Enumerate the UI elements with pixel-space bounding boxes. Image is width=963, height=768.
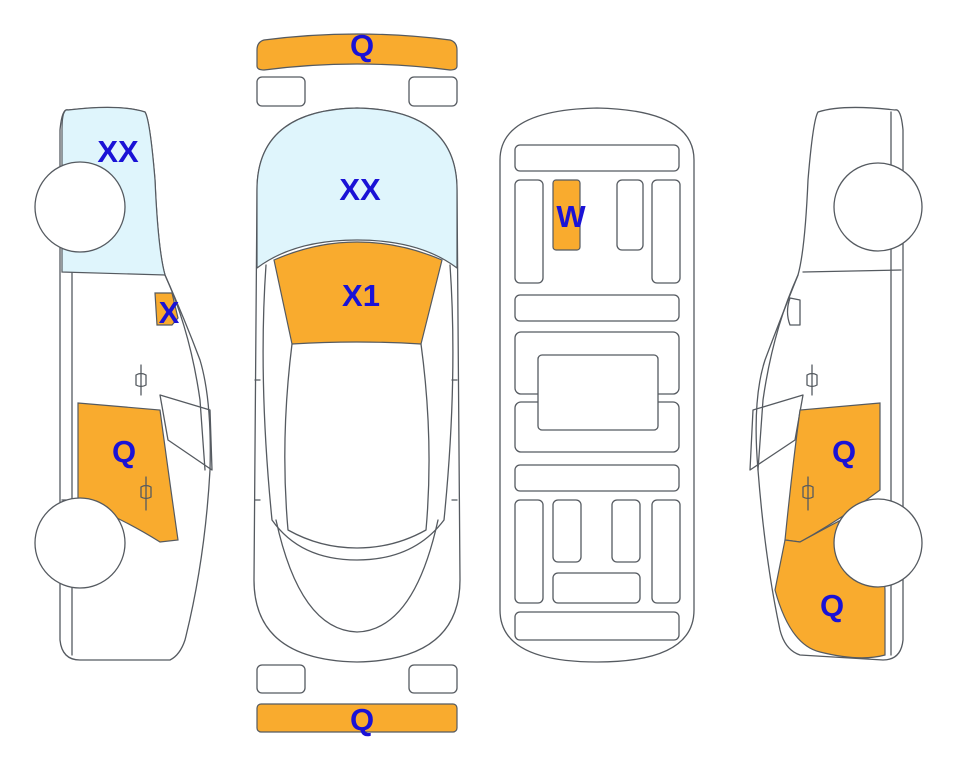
door-handle-icon	[140, 476, 152, 511]
door-handle-icon	[806, 364, 818, 396]
front-bumper-damage	[256, 33, 458, 71]
right-side-body-outline	[755, 106, 904, 661]
hood-damage	[273, 241, 443, 345]
right-front-wheel	[833, 162, 923, 252]
front-right-light	[408, 76, 458, 107]
hood-mark: X1	[342, 278, 380, 313]
left-side-view: XX X Q	[34, 106, 213, 661]
windshield-damage	[256, 107, 458, 270]
left-side-mark-x: X	[159, 295, 180, 330]
front-bumper-mark: Q	[350, 28, 374, 63]
right-side-quarter-mark: Q	[820, 588, 844, 623]
underbody-mark: W	[556, 199, 586, 234]
rear-right-light	[408, 664, 458, 694]
underbody-damage	[552, 179, 581, 251]
right-side-door-mark: Q	[832, 434, 856, 469]
rear-bumper-damage	[256, 703, 458, 733]
windshield-mark: XX	[339, 172, 381, 207]
top-view: Q XX X1 Q	[253, 28, 461, 737]
left-side-a-pillar-damage	[154, 292, 179, 326]
underbody-outline	[499, 107, 695, 663]
right-side-view: Q Q	[749, 106, 923, 661]
left-rear-wheel	[34, 497, 126, 589]
rear-left-light	[256, 664, 306, 694]
underbody-view: W	[499, 107, 695, 663]
left-side-mark-xx: XX	[97, 134, 139, 169]
door-handle-icon	[802, 476, 814, 511]
rear-bumper-mark: Q	[350, 702, 374, 737]
door-handle-icon	[135, 364, 147, 396]
left-side-mark-q: Q	[112, 434, 136, 469]
right-rear-wheel	[833, 498, 923, 588]
left-front-wheel	[34, 161, 126, 253]
front-left-light	[256, 76, 306, 107]
